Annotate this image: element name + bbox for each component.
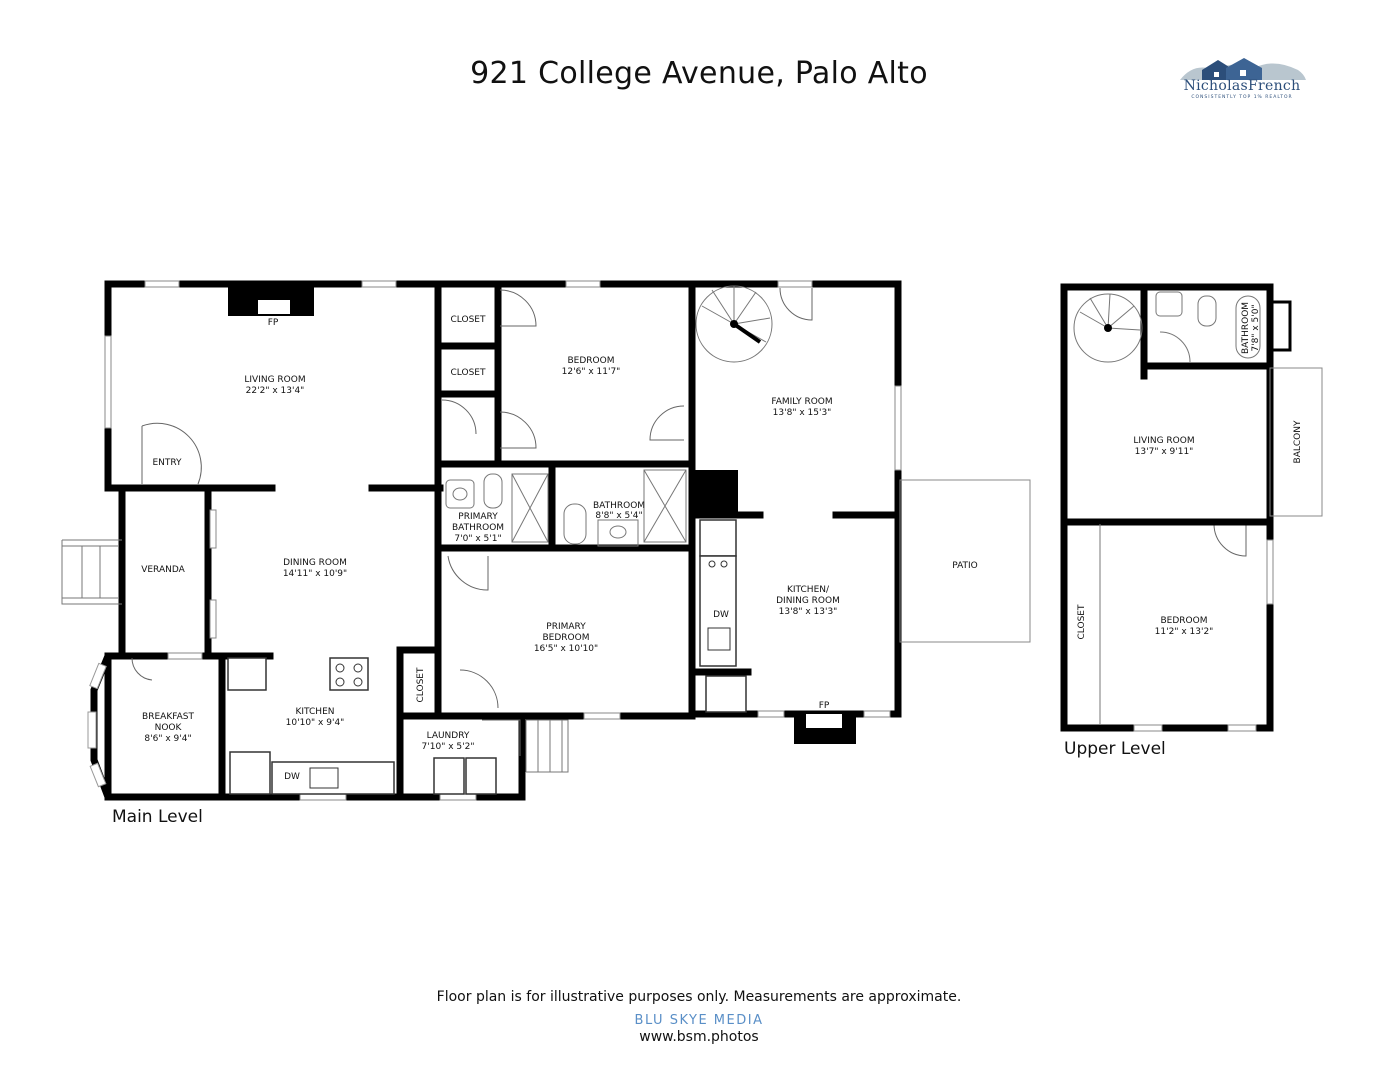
upper-living-room-name: LIVING ROOM: [1133, 436, 1194, 446]
upper-living-room-size: 13'7" x 9'11": [1135, 447, 1194, 457]
upper-level-label: Upper Level: [1064, 739, 1166, 759]
family-room-size: 13'8" x 15'3": [773, 408, 832, 418]
kitchen-dining-name-1: KITCHEN/: [787, 585, 830, 595]
upper-bedroom-name: BEDROOM: [1161, 616, 1208, 626]
laundry-size: 7'10" x 5'2": [422, 742, 475, 752]
kitchen-name: KITCHEN: [296, 707, 335, 717]
closet-c-label: CLOSET: [416, 667, 426, 702]
breakfast-size: 8'6" x 9'4": [144, 734, 191, 744]
upper-bathroom-size: 7'8" x 5'0": [1251, 304, 1261, 351]
bathroom-size: 8'8" x 5'4": [595, 511, 642, 521]
main-level-label: Main Level: [112, 807, 203, 827]
upper-bathroom-name: BATHROOM: [1241, 302, 1251, 354]
primary-bedroom-size: 16'5" x 10'10": [534, 644, 598, 654]
upper-closet-label: CLOSET: [1077, 604, 1087, 639]
primary-bedroom-name-2: BEDROOM: [543, 633, 590, 643]
living-room-name: LIVING ROOM: [244, 375, 305, 385]
living-room-size: 22'2" x 13'4": [246, 386, 305, 396]
fp-living-label: FP: [268, 318, 279, 328]
kitchen-size: 10'10" x 9'4": [286, 718, 345, 728]
veranda-label: VERANDA: [141, 565, 185, 575]
disclaimer: Floor plan is for illustrative purposes …: [436, 989, 962, 1005]
laundry-name: LAUNDRY: [427, 731, 470, 741]
dw-east-label: DW: [713, 610, 729, 620]
photographer-brand: BLU SKYE MEDIA: [634, 1013, 764, 1028]
bedroom-name: BEDROOM: [568, 356, 615, 366]
realtor-logo: NicholasFrench CONSISTENTLY TOP 1% REALT…: [1174, 56, 1310, 106]
entry-label: ENTRY: [152, 458, 182, 468]
primary-bath-name-1: PRIMARY: [458, 512, 498, 522]
breakfast-name-2: NOOK: [155, 723, 183, 733]
dw-west-label: DW: [284, 772, 300, 782]
upper-bedroom-size: 11'2" x 13'2": [1155, 627, 1214, 637]
balcony-label: BALCONY: [1293, 420, 1303, 463]
primary-bath-name-2: BATHROOM: [452, 523, 504, 533]
kitchen-dining-size: 13'8" x 13'3": [779, 607, 838, 617]
house-logo-icon: [1180, 58, 1306, 80]
fp-east-label: FP: [819, 701, 830, 711]
primary-bath-size: 7'0" x 5'1": [454, 534, 501, 544]
breakfast-name-1: BREAKFAST: [142, 712, 194, 722]
photographer-url[interactable]: www.bsm.photos: [639, 1029, 759, 1045]
closet-b-label: CLOSET: [451, 368, 486, 378]
closet-a-label: CLOSET: [451, 315, 486, 325]
kitchen-dining-name-2: DINING ROOM: [776, 596, 840, 606]
bedroom-size: 12'6" x 11'7": [562, 367, 621, 377]
logo-name: NicholasFrench: [1183, 78, 1301, 94]
primary-bedroom-name-1: PRIMARY: [546, 622, 586, 632]
patio-label: PATIO: [952, 561, 978, 571]
family-room-name: FAMILY ROOM: [771, 397, 832, 407]
dining-room-name: DINING ROOM: [283, 558, 347, 568]
logo-tagline: CONSISTENTLY TOP 1% REALTOR: [1191, 95, 1293, 100]
bathroom-name: BATHROOM: [593, 501, 645, 511]
dining-room-size: 14'11" x 10'9": [283, 569, 347, 579]
upper-level-plan: BATHROOM 7'8" x 5'0" LIVING ROOM 13'7" x…: [1060, 283, 1323, 759]
main-level-plan: FP CLOSET CLOSET BEDROOM 12'6" x 11'7" L…: [61, 280, 1247, 827]
page-title: 921 College Avenue, Palo Alto: [470, 56, 928, 91]
